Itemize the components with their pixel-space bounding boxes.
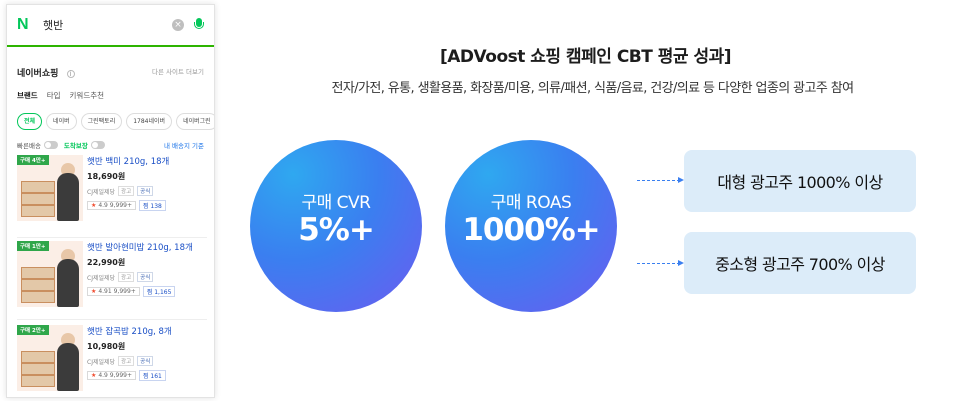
info-icon[interactable]: i <box>66 70 75 78</box>
chip-greenfactory[interactable]: 그린팩토리 <box>80 113 123 130</box>
seller-name: CJ제일제당 <box>87 358 116 366</box>
star-icon: ★ <box>91 288 97 295</box>
tab-brand[interactable]: 브랜드 <box>17 91 38 100</box>
fast-delivery-toggle[interactable] <box>43 141 58 149</box>
infographic-subline: 전자/가전, 유통, 생활용품, 화장품/미용, 의류/패션, 식품/음료, 건… <box>331 81 855 96</box>
search-query[interactable]: 햇반 <box>43 19 64 32</box>
product-image[interactable]: 구매 4만+ <box>17 155 83 221</box>
chip-navergreen[interactable]: 네이버그린 <box>176 113 214 130</box>
arrow-right-icon <box>637 260 684 266</box>
brand-chips: 전체 네이버 그린팩토리 1784네이버 네이버그린 <box>7 101 214 130</box>
product-price: 22,990원 <box>87 258 126 267</box>
purchase-count-badge: 구매 2만+ <box>17 325 49 335</box>
product-price: 10,980원 <box>87 342 126 351</box>
rating: 4.91 <box>98 288 112 295</box>
naver-logo-icon[interactable]: N <box>17 16 29 33</box>
cvr-circle: 구매 CVR 5%+ <box>250 140 422 312</box>
ad-tag: 광고 <box>118 272 135 282</box>
shopping-section-header: 네이버쇼핑 i 다른 사이트 더보기 <box>7 47 214 80</box>
star-icon: ★ <box>91 202 97 209</box>
seller-name: CJ제일제당 <box>87 188 116 196</box>
shopping-section-title: 네이버쇼핑 <box>17 69 59 79</box>
chip-all[interactable]: 전체 <box>17 113 43 130</box>
ad-tag: 광고 <box>118 186 135 196</box>
official-tag: 공식 <box>137 272 154 282</box>
rating: 4.9 <box>98 372 108 379</box>
product-image[interactable]: 구매 2만+ <box>17 325 83 391</box>
product-image[interactable]: 구매 1만+ <box>17 241 83 307</box>
review-count: 9,999+ <box>109 202 132 209</box>
roas-label: 구매 ROAS <box>490 193 572 213</box>
rating: 4.9 <box>98 202 108 209</box>
product-card[interactable]: 구매 1만+ 햇반 발아현미밥 210g, 18개 22,990원 CJ제일제당… <box>17 241 207 321</box>
roas-value: 1000%+ <box>462 212 600 248</box>
purchase-count-badge: 구매 4만+ <box>17 155 49 165</box>
product-name[interactable]: 햇반 백미 210g, 18개 <box>87 157 170 167</box>
arrival-guarantee-toggle[interactable] <box>90 141 105 149</box>
fast-delivery-label: 빠른배송 <box>17 142 41 150</box>
review-count: 9,999+ <box>109 372 132 379</box>
wish-count[interactable]: 찜 161 <box>139 370 166 381</box>
official-tag: 공식 <box>137 356 154 366</box>
divider <box>17 319 207 320</box>
purchase-count-badge: 구매 1만+ <box>17 241 49 251</box>
review-count: 9,999+ <box>113 288 136 295</box>
arrow-right-icon <box>637 177 684 183</box>
product-name[interactable]: 햇반 발아현미밥 210g, 18개 <box>87 243 193 253</box>
filter-tabs: 브랜드 타입 키워드추천 <box>7 80 214 101</box>
mobile-shopping-screen: N 햇반 × 네이버쇼핑 i 다른 사이트 더보기 브랜드 타입 키워드추천 전… <box>6 4 215 398</box>
divider <box>17 237 207 238</box>
arrival-guarantee-label: 도착보장 <box>63 142 88 150</box>
delivery-address-link[interactable]: 내 배송지 기준 <box>163 142 204 150</box>
official-tag: 공식 <box>137 186 154 196</box>
seller-name: CJ제일제당 <box>87 274 116 282</box>
cvr-label: 구매 CVR <box>301 193 372 213</box>
wish-count[interactable]: 찜 1,165 <box>142 286 176 297</box>
microphone-icon[interactable] <box>194 18 204 32</box>
roas-circle: 구매 ROAS 1000%+ <box>445 140 617 312</box>
ad-tag: 광고 <box>118 356 135 366</box>
more-sites-link[interactable]: 다른 사이트 더보기 <box>152 67 204 76</box>
delivery-filters: 빠른배송 도착보장 내 배송지 기준 <box>7 130 214 150</box>
star-icon: ★ <box>91 372 97 379</box>
infographic-headline: [ADVoost 쇼핑 캠페인 CBT 평균 성과] <box>440 47 732 67</box>
cvr-value: 5%+ <box>298 212 375 248</box>
clear-icon[interactable]: × <box>172 19 184 31</box>
product-card[interactable]: 구매 4만+ 햇반 백미 210g, 18개 18,690원 CJ제일제당 광고… <box>17 155 207 235</box>
product-name[interactable]: 햇반 잡곡밥 210g, 8개 <box>87 327 172 337</box>
tab-keyword[interactable]: 키워드추천 <box>69 91 105 100</box>
chip-1784[interactable]: 1784네이버 <box>126 113 173 130</box>
product-card[interactable]: 구매 2만+ 햇반 잡곡밥 210g, 8개 10,980원 CJ제일제당 광고… <box>17 325 207 397</box>
large-advertiser-result: 대형 광고주 1000% 이상 <box>684 150 916 212</box>
smb-advertiser-result: 중소형 광고주 700% 이상 <box>684 232 916 294</box>
chip-naver[interactable]: 네이버 <box>46 113 77 130</box>
product-price: 18,690원 <box>87 172 126 181</box>
tab-type[interactable]: 타입 <box>46 91 61 100</box>
search-bar[interactable]: N 햇반 × <box>7 5 214 47</box>
wish-count[interactable]: 찜 138 <box>139 200 166 211</box>
